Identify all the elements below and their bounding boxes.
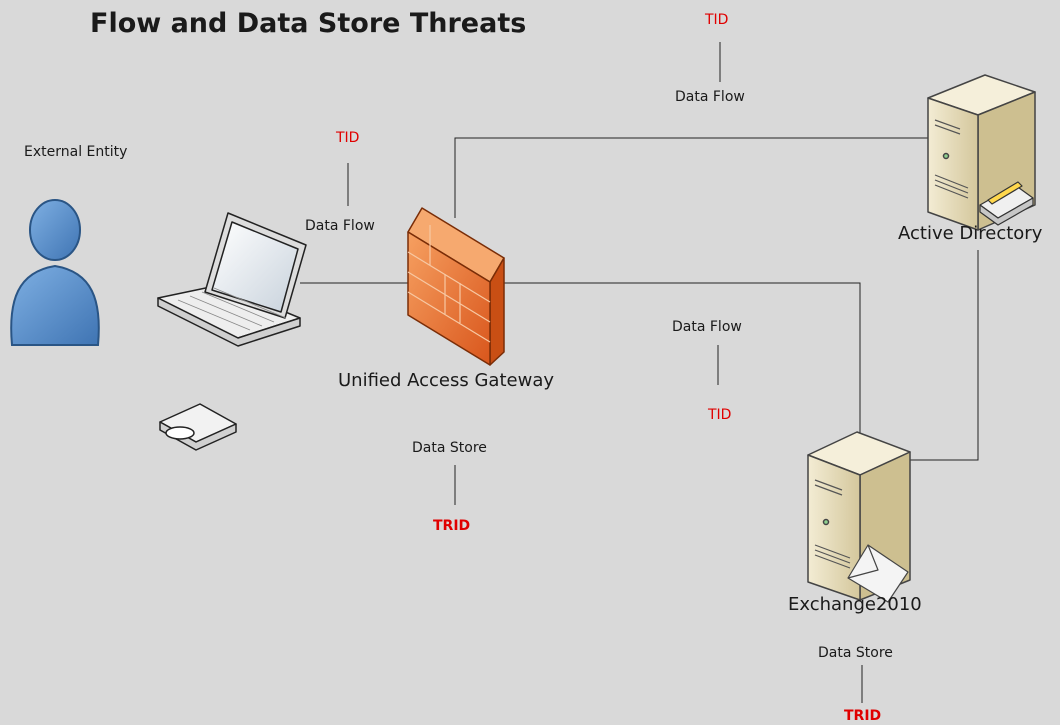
data-store-label: Data Store bbox=[818, 645, 893, 661]
external-entity-label: External Entity bbox=[24, 144, 128, 160]
user-icon bbox=[10, 199, 100, 346]
connector-lines bbox=[300, 42, 979, 703]
mail-icon bbox=[847, 544, 909, 603]
gateway-label: Unified Access Gateway bbox=[338, 370, 554, 391]
data-store-label: Data Store bbox=[412, 440, 487, 456]
data-flow-label: Data Flow bbox=[305, 218, 375, 234]
firewall-icon bbox=[407, 207, 505, 366]
page-title: Flow and Data Store Threats bbox=[90, 8, 527, 39]
data-flow-label: Data Flow bbox=[675, 89, 745, 105]
data-flow-label: Data Flow bbox=[672, 319, 742, 335]
exchange-label: Exchange2010 bbox=[788, 594, 922, 615]
active-directory-label: Active Directory bbox=[898, 223, 1043, 244]
server-icon bbox=[927, 74, 1036, 231]
flow-threat-label: TID bbox=[708, 407, 732, 423]
flow-threat-label: TID bbox=[336, 130, 360, 146]
disk-icon bbox=[159, 403, 237, 451]
directory-drive-icon bbox=[979, 181, 1034, 226]
store-threat-label: TRID bbox=[844, 708, 882, 724]
flow-threat-label: TID bbox=[705, 12, 729, 28]
laptop-icon bbox=[157, 212, 307, 347]
store-threat-label: TRID bbox=[433, 518, 471, 534]
